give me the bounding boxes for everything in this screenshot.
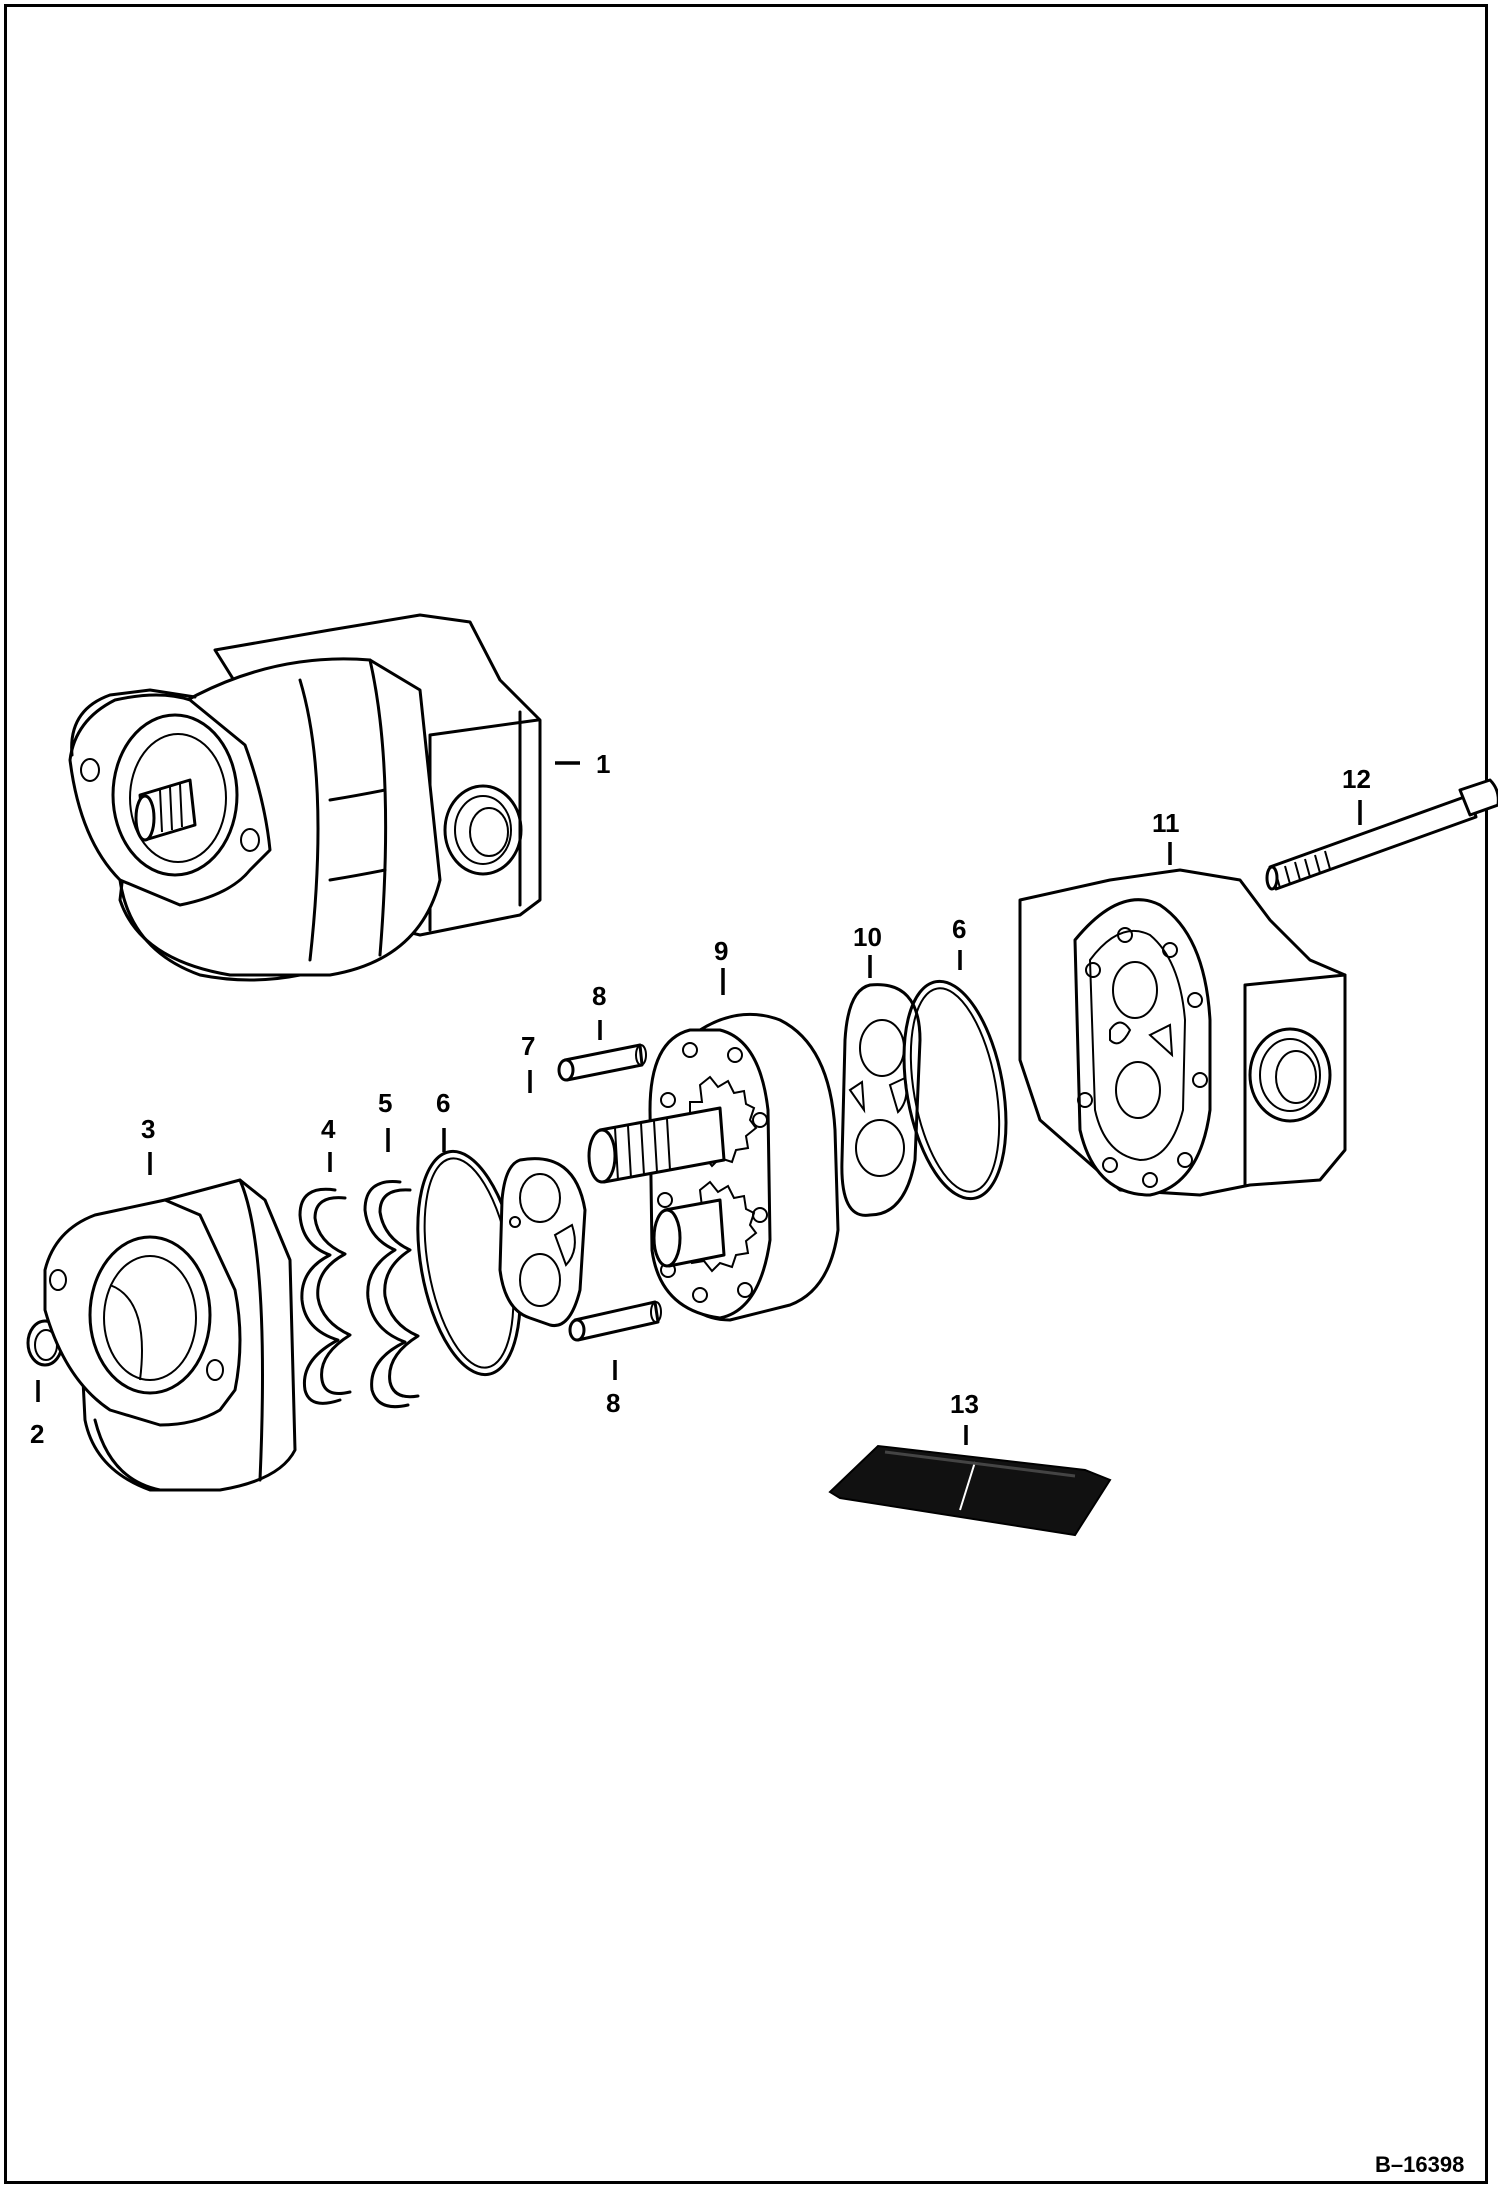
callout-10: 10: [853, 922, 882, 952]
callout-2: 2: [30, 1419, 44, 1449]
part-7-thrust-plate: [498, 1070, 587, 1328]
callout-3: 3: [141, 1114, 155, 1144]
callout-4: 4: [321, 1114, 336, 1144]
part-8-dowel-pin-upper: [557, 1020, 647, 1082]
callout-5: 5: [378, 1088, 392, 1118]
figure-id: B–16398: [1375, 2152, 1464, 2177]
callout-13: 13: [950, 1389, 979, 1419]
callout-7: 7: [521, 1031, 535, 1061]
part-11-rear-housing: [1018, 842, 1347, 1197]
callout-11: 11: [1152, 808, 1180, 838]
part-13-seal-kit: [828, 1425, 1112, 1537]
part-10-wear-plate: [840, 955, 922, 1217]
part-12-bolt: [1265, 778, 1498, 891]
part-6-o-ring-right: [902, 950, 1008, 1201]
callout-12: 12: [1342, 764, 1371, 794]
part-3-front-housing: [43, 1152, 297, 1492]
part-5-seal: [363, 1128, 420, 1409]
part-9-gear-housing: [587, 968, 840, 1322]
callout-6a: 6: [436, 1088, 450, 1118]
callout-9: 9: [714, 936, 728, 966]
callout-6b: 6: [952, 914, 966, 944]
callout-8b: 8: [606, 1388, 620, 1418]
part-4-seal: [298, 1152, 352, 1405]
part-1-pump-assembly: [68, 613, 580, 982]
part-8-dowel-pin-lower: [568, 1300, 662, 1380]
callout-1: 1: [596, 749, 610, 779]
callout-8a: 8: [592, 981, 606, 1011]
